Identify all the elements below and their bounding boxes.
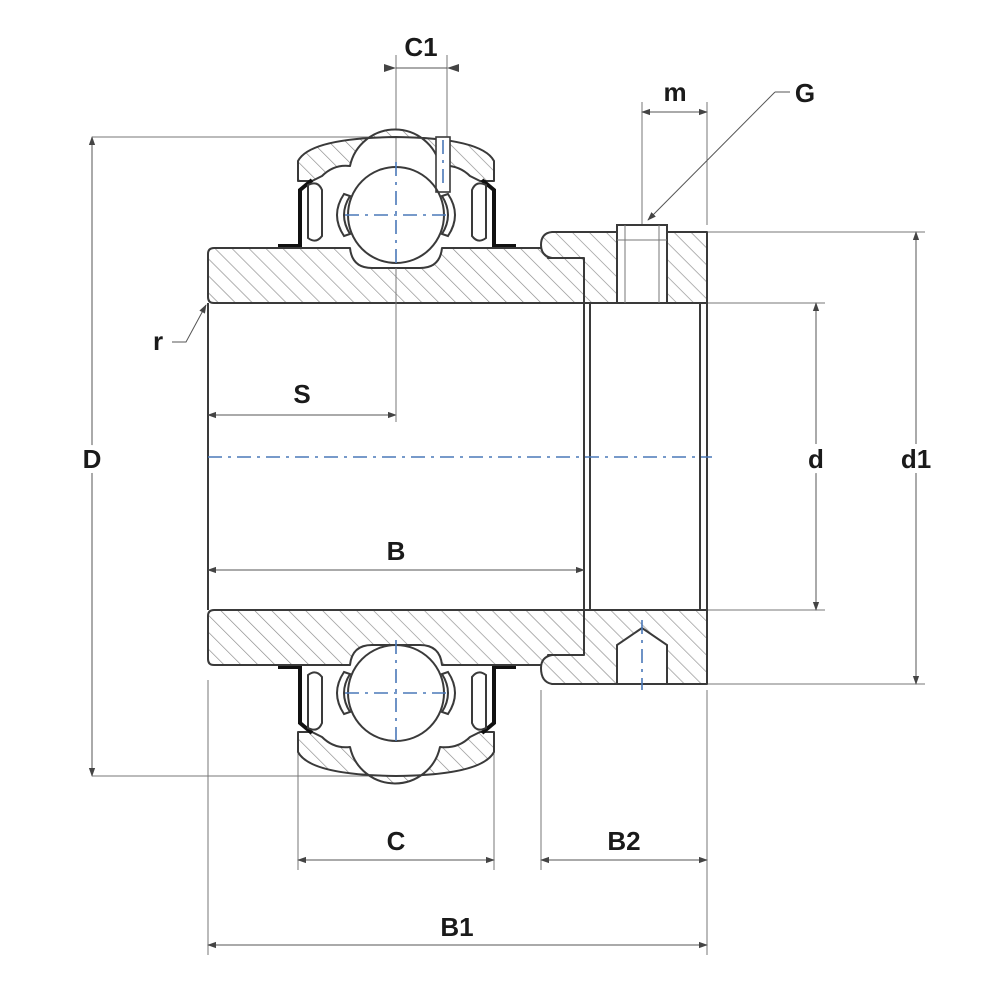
label-b: B <box>387 536 406 566</box>
extension-lines <box>92 55 925 955</box>
label-b2: B2 <box>607 826 640 856</box>
label-r: r <box>153 326 163 356</box>
centerlines <box>208 140 712 745</box>
label-s: S <box>293 379 310 409</box>
label-b1: B1 <box>440 912 473 942</box>
outer-ring-bottom <box>297 731 495 785</box>
locking-collar-top <box>540 224 708 304</box>
inner-ring-bottom <box>207 609 585 666</box>
c1-arrows <box>384 64 459 72</box>
label-g: G <box>795 78 815 108</box>
seals-bottom <box>278 665 516 735</box>
label-d1: d1 <box>901 444 931 474</box>
label-c1: C1 <box>404 32 437 62</box>
seals-top <box>278 178 516 248</box>
dimension-lines <box>88 67 920 949</box>
labels: C1 m G r S D B d d1 C B2 B1 <box>78 32 937 942</box>
label-m: m <box>663 77 686 107</box>
outer-ring-top <box>297 128 495 193</box>
label-d-bore: d <box>808 444 824 474</box>
label-d-outer: D <box>83 444 102 474</box>
label-c: C <box>387 826 406 856</box>
collar-bore <box>207 303 708 610</box>
